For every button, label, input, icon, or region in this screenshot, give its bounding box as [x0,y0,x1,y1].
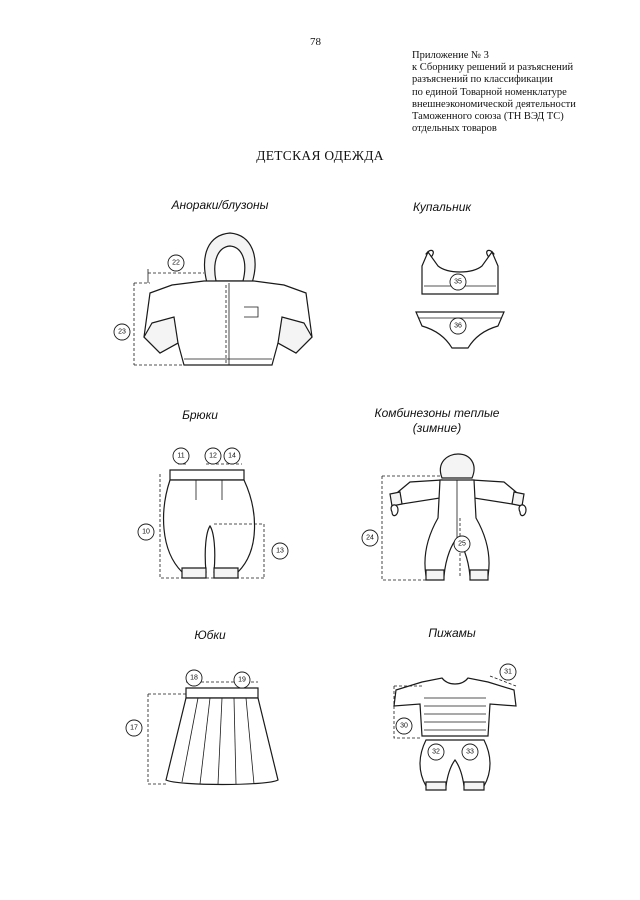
marker-32 [427,743,445,761]
appendix-line: по единой Товарной номенклатуре [412,86,567,98]
marker-14 [223,447,241,465]
marker-13-label: 13 [276,548,284,555]
caption-overalls: Комбинезоны теплые (зимние) [362,406,512,436]
appendix-line: отдельных товаров [412,123,497,135]
figure-overalls: 24 25 [360,452,540,602]
marker-17-label: 17 [130,725,138,732]
marker-14-label: 14 [228,453,236,460]
marker-18-label: 18 [190,675,198,682]
marker-18 [185,669,203,687]
appendix-line: Таможенного союза (ТН ВЭД ТС) [412,111,564,123]
skirt-drawing: 18 19 17 [125,669,279,786]
figure-skirt: 18 19 17 [118,662,288,810]
caption-overalls-line2: (зимние) [412,421,462,435]
caption-pyjamas: Пижамы [428,626,476,640]
caption-skirts: Юбки [194,628,226,642]
marker-11-label: 11 [177,453,184,460]
marker-35 [449,273,467,291]
marker-22-label: 22 [172,260,180,267]
marker-10 [137,523,155,541]
marker-10-label: 10 [142,529,150,536]
marker-22 [167,254,185,272]
figure-trousers: 11 12 14 10 13 [134,440,294,590]
pyjamas-drawing: 31 30 32 33 [393,663,517,791]
marker-11 [172,447,190,465]
figure-anorak: 22 23 [112,225,322,375]
marker-25-label: 25 [458,541,466,548]
document-title: ДЕТСКАЯ ОДЕЖДА [256,148,384,163]
trousers-drawing: 11 12 14 10 13 [137,447,289,579]
appendix-note: Приложение № 3 к Сборнику решений и разъ… [412,50,632,135]
marker-24 [361,529,379,547]
marker-17 [125,719,143,737]
page-number: 78 [310,36,321,48]
appendix-line: внешнеэкономической деятельности [412,98,576,110]
marker-36 [449,317,467,335]
marker-30-label: 30 [400,723,408,730]
marker-23-label: 23 [118,329,126,336]
swimsuit-drawing: 35 36 [415,249,505,349]
marker-25 [453,535,471,553]
appendix-line: Приложение № 3 [412,50,489,61]
marker-35-label: 35 [454,279,462,286]
appendix-line: разъяснений по классификации [412,74,553,86]
appendix-line: к Сборнику решений и разъяснений [412,62,574,74]
marker-31-label: 31 [504,669,512,676]
marker-31 [499,663,517,681]
figure-pyjamas: 31 30 32 33 [380,656,540,796]
marker-13 [271,542,289,560]
caption-overalls-line1: Комбинезоны теплые [374,406,500,420]
marker-23 [113,323,131,341]
marker-30 [395,717,413,735]
marker-24-label: 24 [366,535,374,542]
anorak-drawing: 22 23 [113,232,313,366]
marker-32-label: 32 [432,749,440,756]
marker-12 [204,447,222,465]
marker-19-label: 19 [238,677,246,684]
marker-12-label: 12 [209,453,217,460]
caption-swimsuit: Купальник [412,200,472,214]
caption-trousers: Брюки [182,408,218,422]
marker-19 [233,671,251,689]
marker-33 [461,743,479,761]
marker-36-label: 36 [454,323,462,330]
figure-swimsuit: 35 36 [410,246,510,358]
caption-anoraks: Анораки/блузоны [171,198,269,212]
marker-33-label: 33 [466,749,474,756]
overalls-drawing: 24 25 [361,453,527,581]
